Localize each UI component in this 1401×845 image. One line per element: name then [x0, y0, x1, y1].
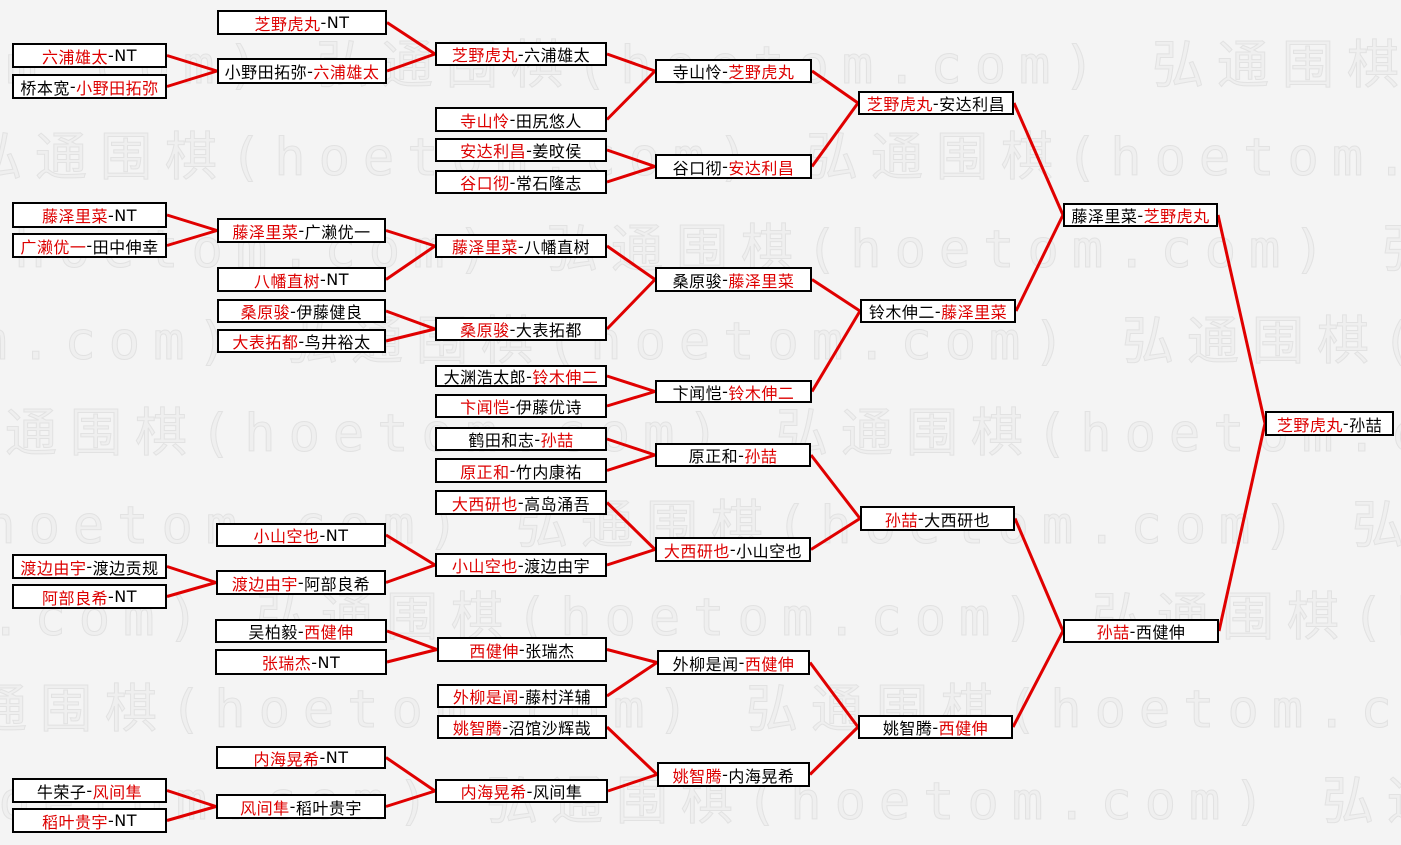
connector-line — [607, 773, 658, 793]
watermark-text: 弘通围棋(hoetom.com) 弘通围棋(hoetom.com) 弘通围棋(h… — [0, 680, 1401, 741]
connector-line — [605, 725, 659, 776]
connector-line — [606, 244, 656, 281]
connector-line — [606, 390, 656, 408]
connector-line — [606, 165, 656, 184]
connector-line — [809, 454, 862, 520]
connector-line — [385, 309, 436, 331]
connector-line — [1013, 517, 1065, 632]
connector-line — [166, 565, 217, 584]
connector-line — [385, 229, 436, 248]
connector-line — [606, 148, 656, 168]
connector-line — [606, 548, 656, 567]
connector-line — [808, 725, 860, 776]
connector-line — [606, 661, 658, 698]
connector-line — [166, 54, 218, 73]
connector-line — [606, 437, 656, 457]
connector-line — [166, 581, 217, 598]
connector-line — [386, 52, 436, 73]
connector-line — [1014, 214, 1065, 312]
connector-line — [385, 789, 436, 808]
connector-line — [166, 805, 217, 822]
connector-line — [166, 229, 218, 247]
connector-line — [605, 501, 657, 551]
connector-line — [1012, 102, 1065, 216]
connector-line — [1216, 214, 1267, 424]
connector-line — [606, 52, 656, 73]
connector-line — [811, 278, 861, 313]
connector-line — [605, 69, 657, 121]
connector-line — [166, 213, 218, 232]
connector-line — [385, 756, 436, 793]
connector-line — [606, 648, 658, 664]
connector-line — [810, 102, 860, 168]
connector-line — [811, 69, 859, 105]
connector-line — [166, 789, 217, 808]
connector-line — [1217, 423, 1267, 632]
connector-line — [605, 278, 657, 331]
connector-line — [606, 374, 656, 393]
connector-line — [810, 517, 861, 551]
connector-line — [808, 661, 860, 728]
connector-line — [386, 629, 438, 651]
connector-line — [386, 648, 438, 664]
connector-line — [386, 21, 436, 56]
connector-line — [385, 244, 436, 281]
connector-line — [166, 69, 218, 88]
connector-line — [810, 310, 862, 393]
connector-line — [1011, 630, 1065, 728]
connector-line — [606, 453, 656, 472]
connector-line — [385, 327, 436, 343]
connector-line — [385, 563, 436, 584]
connector-line — [385, 533, 436, 567]
